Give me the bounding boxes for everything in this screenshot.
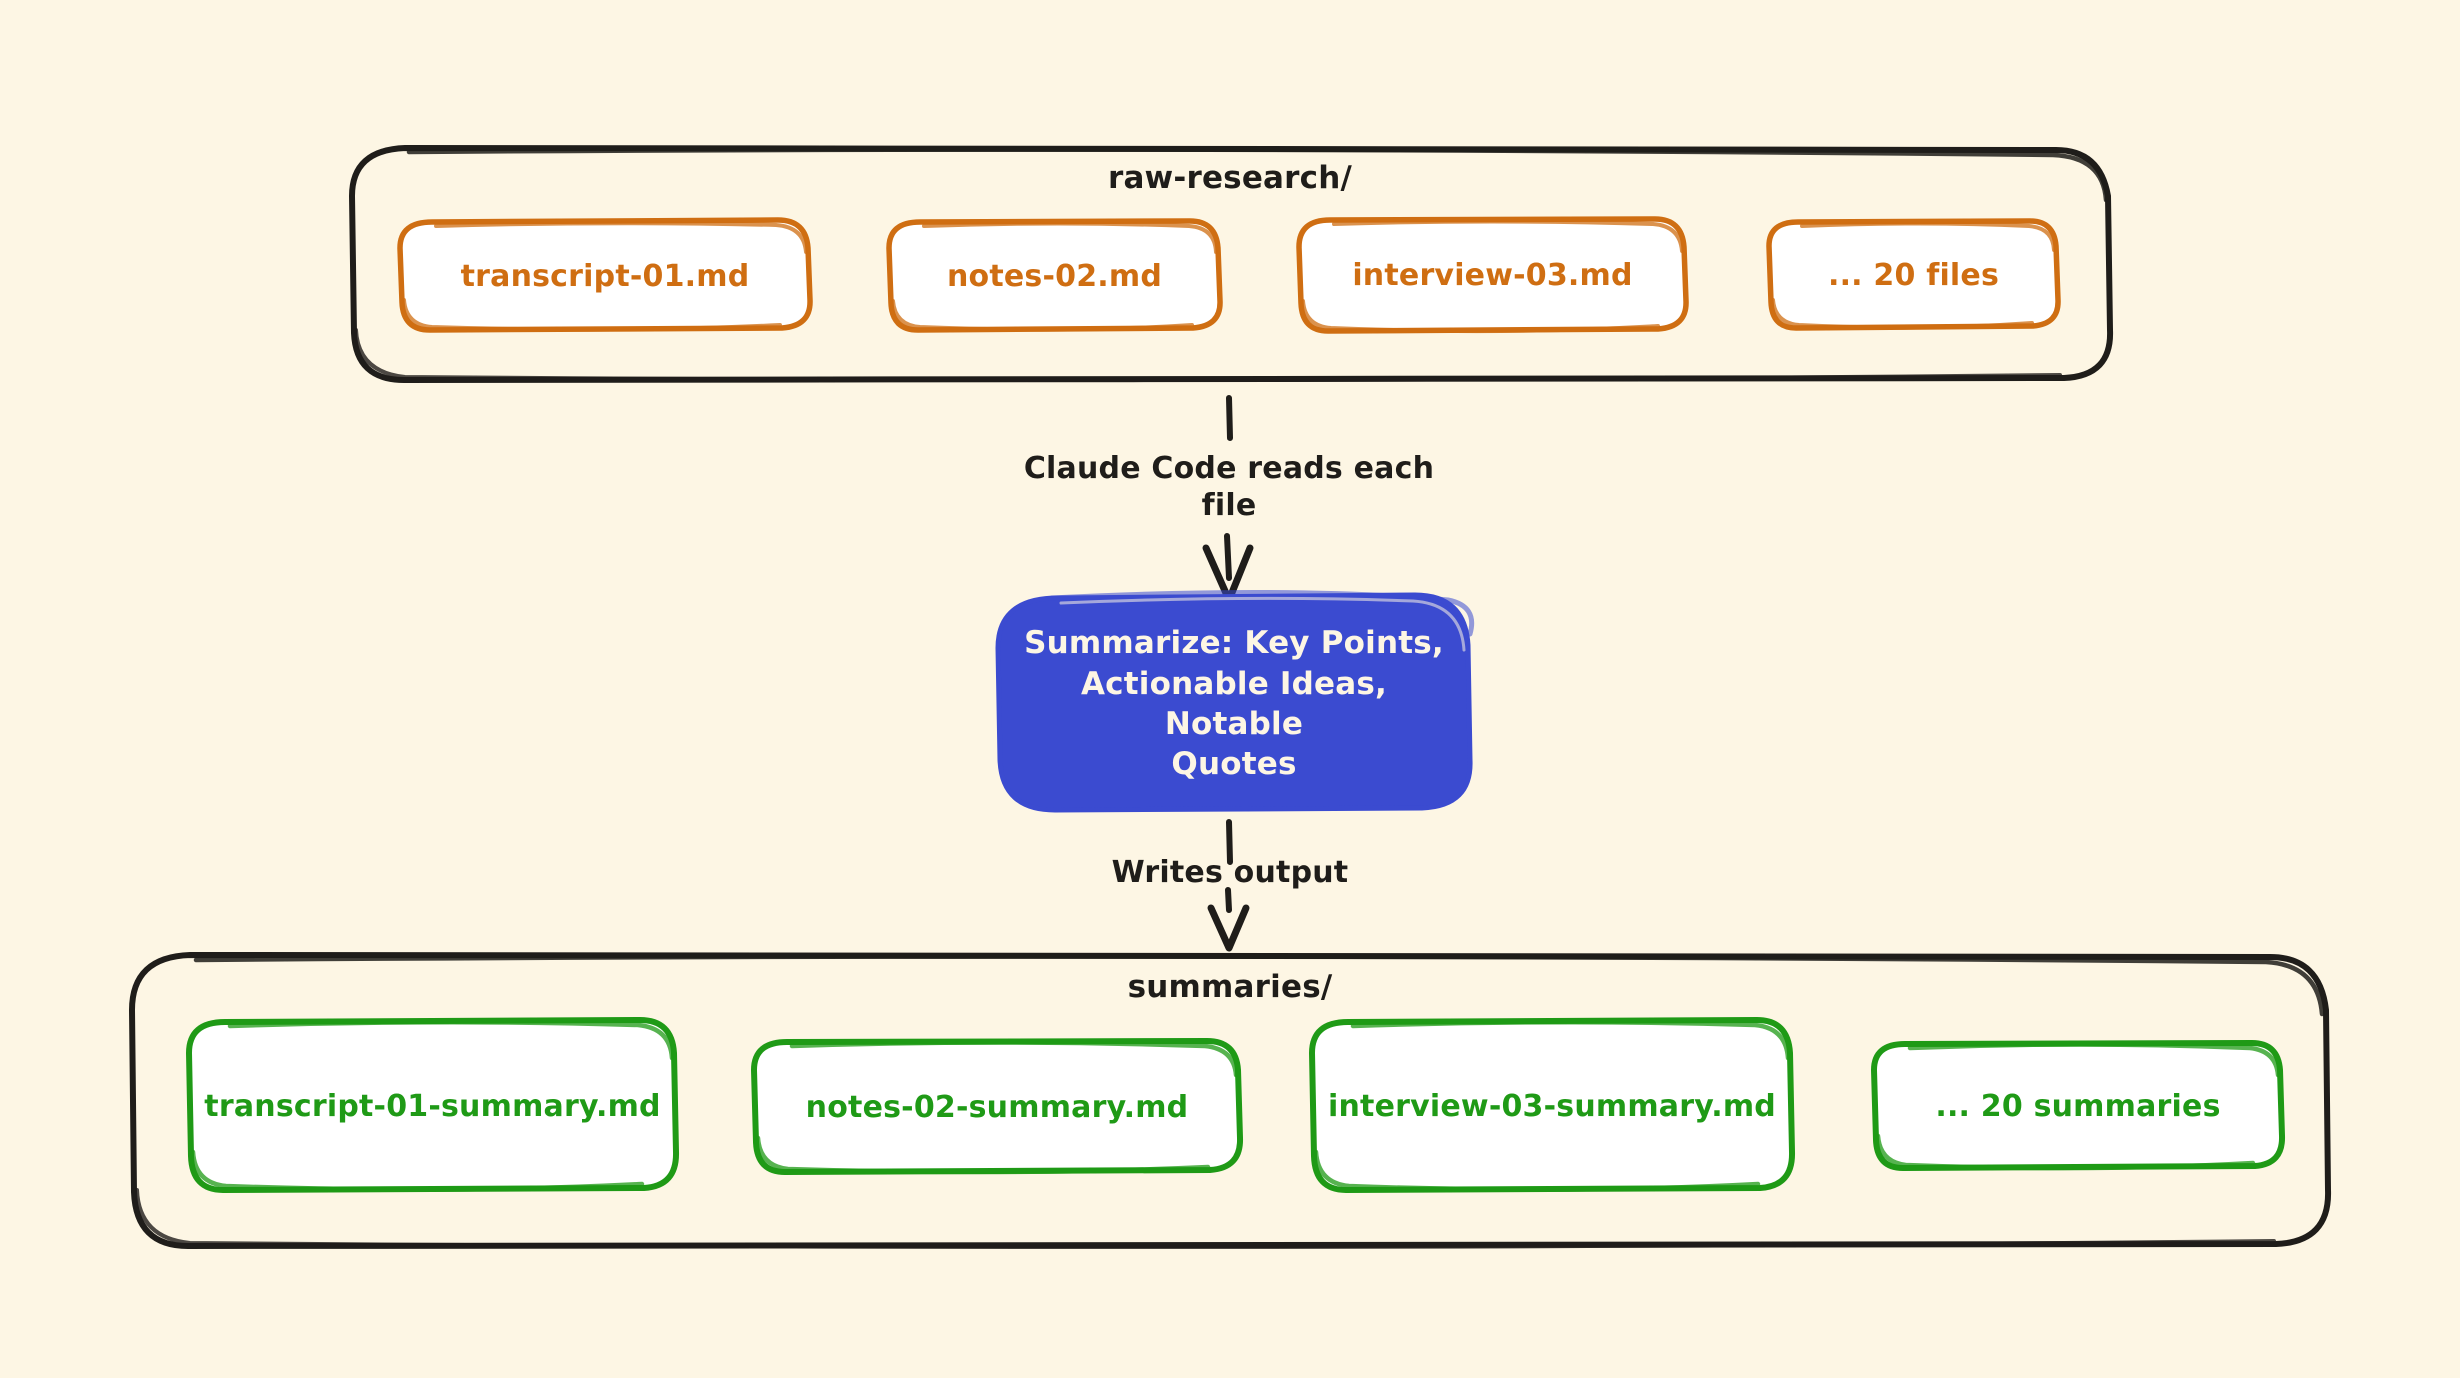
group-title-raw-research: raw-research/ — [1107, 160, 1353, 196]
file-node-more-files[interactable]: ... 20 files — [1827, 257, 2000, 293]
edge-label-claude-reads: Claude Code reads each file — [1023, 451, 1435, 523]
summary-node-notes-02-summary[interactable]: notes-02-summary.md — [805, 1089, 1189, 1125]
summary-node-interview-03-summary[interactable]: interview-03-summary.md — [1328, 1088, 1776, 1124]
edge-label-writes-output: Writes output — [1111, 854, 1349, 890]
summary-node-more-summaries[interactable]: ... 20 summaries — [1935, 1088, 2221, 1124]
group-title-summaries: summaries/ — [1127, 969, 1333, 1005]
process-node-summarize[interactable]: Summarize: Key Points, Actionable Ideas,… — [1024, 625, 1444, 783]
file-node-transcript-01[interactable]: transcript-01.md — [460, 258, 750, 294]
file-node-notes-02[interactable]: notes-02.md — [946, 258, 1163, 294]
summary-node-transcript-01-summary[interactable]: transcript-01-summary.md — [204, 1088, 661, 1124]
file-node-interview-03[interactable]: interview-03.md — [1352, 257, 1633, 293]
